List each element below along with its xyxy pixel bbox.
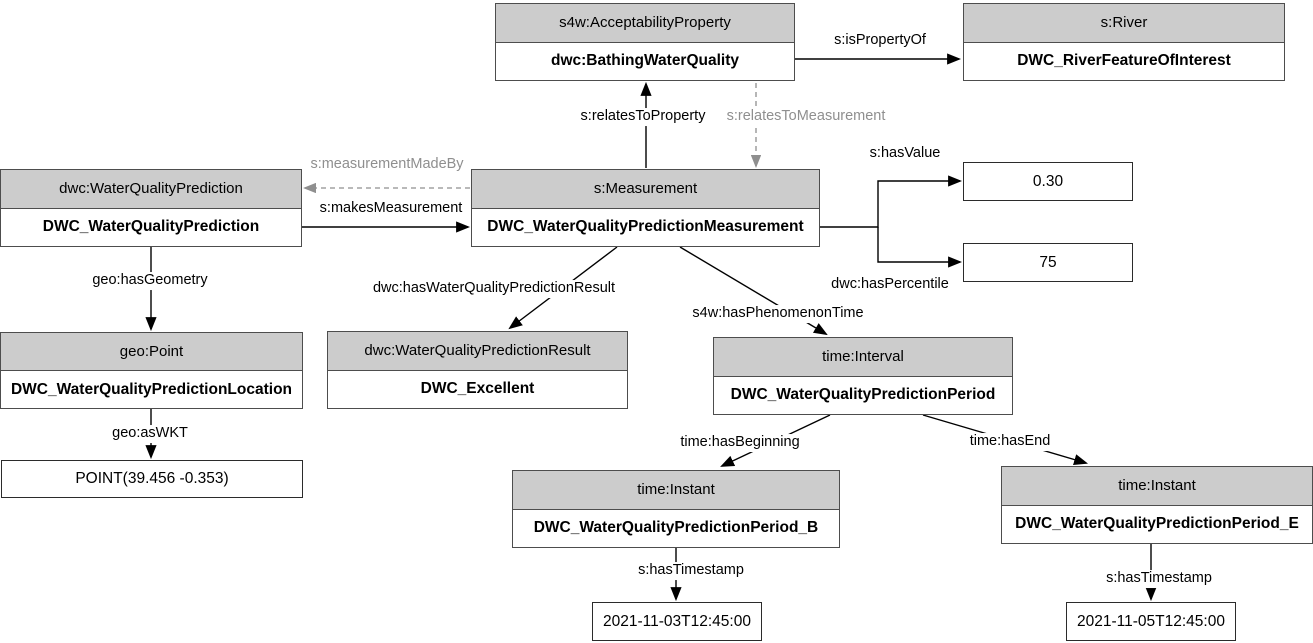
node-instance-label: DWC_WaterQualityPredictionPeriod — [714, 376, 1012, 414]
literal-timestamp-end: 2021-11-05T12:45:00 — [1066, 602, 1236, 641]
node-type-label: s:Measurement — [472, 170, 819, 209]
edge-label-is-property-of: s:isPropertyOf — [831, 32, 929, 50]
node-instance-label: DWC_RiverFeatureOfInterest — [964, 42, 1284, 80]
node-type-label: time:Instant — [513, 471, 839, 510]
edge-label-has-percentile: dwc:hasPercentile — [828, 276, 952, 294]
node-measurement: s:Measurement DWC_WaterQualityPrediction… — [471, 169, 820, 247]
node-instance-label: DWC_WaterQualityPredictionPeriod_B — [513, 509, 839, 547]
edge-label-has-value: s:hasValue — [866, 145, 944, 163]
node-bathing-water-quality: s4w:AcceptabilityProperty dwc:BathingWat… — [495, 3, 795, 81]
edge-label-has-beginning: time:hasBeginning — [677, 434, 803, 452]
edge-label-has-result: dwc:hasWaterQualityPredictionResult — [369, 280, 619, 298]
node-type-label: dwc:WaterQualityPrediction — [1, 170, 301, 209]
edge-has-percentile — [877, 227, 963, 268]
node-river: s:River DWC_RiverFeatureOfInterest — [963, 3, 1285, 81]
edge-label-makes-measurement: s:makesMeasurement — [316, 200, 466, 218]
literal-value: 0.30 — [963, 162, 1133, 201]
node-instance-label: DWC_WaterQualityPredictionPeriod_E — [1002, 505, 1312, 543]
node-interval: time:Interval DWC_WaterQualityPrediction… — [713, 337, 1013, 415]
edge-label-has-timestamp-end: s:hasTimestamp — [1103, 570, 1215, 588]
node-type-label: time:Interval — [714, 338, 1012, 377]
node-instance-label: DWC_WaterQualityPredictionLocation — [1, 371, 302, 408]
node-water-quality-prediction: dwc:WaterQualityPrediction DWC_WaterQual… — [0, 169, 302, 247]
literal-wkt: POINT(39.456 -0.353) — [1, 460, 303, 498]
edge-label-measurement-made-by: s:measurementMadeBy — [307, 156, 467, 174]
node-instant-begin: time:Instant DWC_WaterQualityPredictionP… — [512, 470, 840, 548]
edge-label-has-timestamp-begin: s:hasTimestamp — [635, 562, 747, 580]
node-prediction-result: dwc:WaterQualityPredictionResult DWC_Exc… — [327, 331, 628, 409]
literal-timestamp-begin: 2021-11-03T12:45:00 — [592, 602, 762, 641]
node-type-label: s:River — [964, 4, 1284, 43]
node-instance-label: dwc:BathingWaterQuality — [496, 42, 794, 80]
node-instant-end: time:Instant DWC_WaterQualityPredictionP… — [1001, 466, 1313, 544]
node-instance-label: DWC_WaterQualityPrediction — [1, 208, 301, 246]
node-type-label: time:Instant — [1002, 467, 1312, 506]
edge-label-as-wkt: geo:asWKT — [109, 425, 191, 443]
edge-label-has-end: time:hasEnd — [966, 433, 1054, 451]
edge-has-value — [820, 175, 963, 228]
node-type-label: s4w:AcceptabilityProperty — [496, 4, 794, 43]
literal-percentile: 75 — [963, 243, 1133, 282]
node-instance-label: DWC_Excellent — [328, 370, 627, 408]
node-instance-label: DWC_WaterQualityPredictionMeasurement — [472, 208, 819, 246]
node-type-label: geo:Point — [1, 333, 302, 371]
edge-label-relates-to-property: s:relatesToProperty — [577, 108, 709, 126]
node-point: geo:Point DWC_WaterQualityPredictionLoca… — [0, 332, 303, 409]
edge-label-has-geometry: geo:hasGeometry — [89, 272, 211, 290]
edge-label-has-phenomenon-time: s4w:hasPhenomenonTime — [689, 305, 867, 323]
edge-label-relates-to-measurement: s:relatesToMeasurement — [723, 108, 889, 126]
node-type-label: dwc:WaterQualityPredictionResult — [328, 332, 627, 371]
